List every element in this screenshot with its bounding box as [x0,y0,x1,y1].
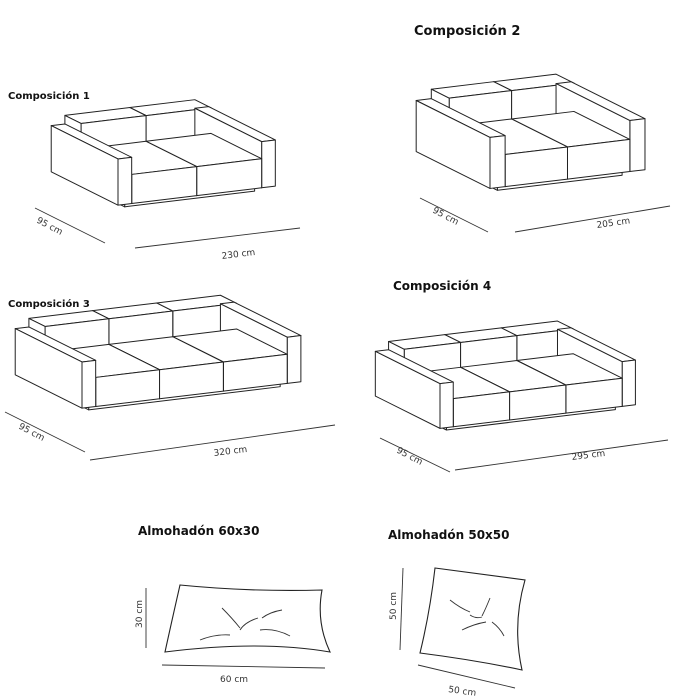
left-arm-front [439,381,454,429]
composition-1-sofa [34,99,301,249]
composition-4-sofa [374,320,669,473]
composition-2-sofa [415,73,671,233]
composition-1-depth-label: 95 cm [35,216,64,238]
right-arm-front [286,335,302,384]
left-arm-side [14,328,83,409]
pillow-50x50-title: Almohadón 50x50 [388,528,509,542]
left-arm-front [117,156,133,206]
composition-1-title: Composición 1 [8,90,90,102]
pillow-50x50-width-line [417,664,516,689]
left-arm-front [489,135,506,189]
length-dimension-line [134,227,301,249]
length-dimension-line [454,439,669,471]
depth-dimension-line [4,411,86,453]
pillow-50x50-height-line [399,567,404,651]
composition-2-depth-label: 95 cm [431,206,460,228]
composition-2-length-label: 205 cm [596,216,631,231]
right-arm-front [621,359,636,407]
pillow-60x30-height-label: 30 cm [135,600,145,628]
left-arm-side [374,350,441,429]
composition-2-title: Composición 2 [414,24,520,39]
pillow-60x30-width-line [161,664,326,669]
composition-3-length-label: 320 cm [213,445,248,459]
pillow-60x30-title: Almohadón 60x30 [138,524,259,538]
right-arm-front [261,139,276,189]
composition-4-title: Composición 4 [393,279,491,293]
left-arm-front [81,359,97,409]
composition-4-length-label: 295 cm [571,449,606,463]
depth-dimension-line [34,207,106,244]
composition-3-sofa [4,294,336,461]
right-arm-front [629,118,646,173]
composition-4-depth-label: 95 cm [395,446,424,468]
pillow-60x30: 30 cm 60 cm [135,584,331,685]
pillow-50x50: 50 cm 50 cm [389,567,526,699]
seat-cushion-front [504,146,568,188]
seat-cushion-front [566,138,631,180]
depth-dimension-line [379,437,451,473]
left-arm-side [415,100,491,189]
pillow-60x30-width-label: 60 cm [220,675,248,685]
length-dimension-line [514,205,671,233]
depth-dimension-line [419,197,489,233]
left-arm-side [50,125,119,206]
length-dimension-line [89,424,336,461]
pillow-50x50-width-label: 50 cm [448,685,477,699]
composition-3-title: Composición 3 [8,298,90,310]
composition-1-length-label: 230 cm [221,248,256,262]
pillow-50x50-height-label: 50 cm [389,592,399,620]
